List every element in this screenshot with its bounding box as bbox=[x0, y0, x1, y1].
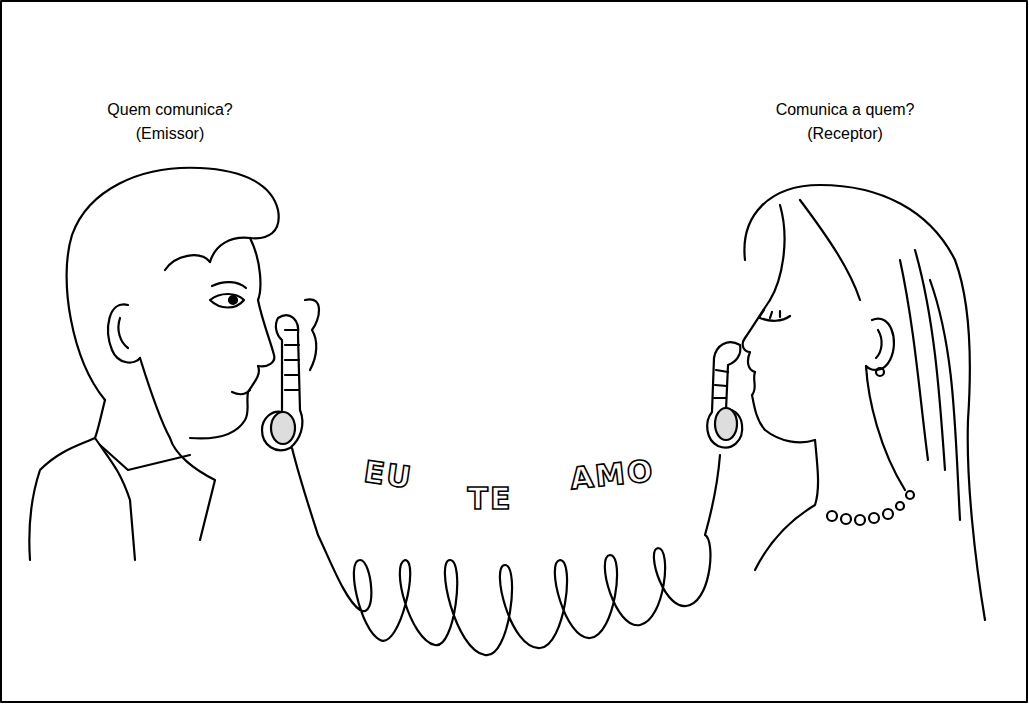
man-figure bbox=[29, 168, 278, 560]
telephone-handset bbox=[707, 342, 742, 447]
caption-text: (Receptor) bbox=[807, 124, 883, 144]
telephone-handset bbox=[262, 299, 319, 450]
message-word: EU bbox=[361, 455, 414, 495]
message-word: AMO bbox=[568, 454, 656, 497]
message-word: TE bbox=[468, 482, 513, 516]
woman-figure bbox=[743, 185, 985, 620]
caption-text: Quem comunica? bbox=[107, 100, 232, 120]
telephone-cord bbox=[292, 448, 720, 655]
caption-text: (Emissor) bbox=[136, 124, 204, 144]
caption-text: Comunica a quem? bbox=[776, 100, 915, 120]
